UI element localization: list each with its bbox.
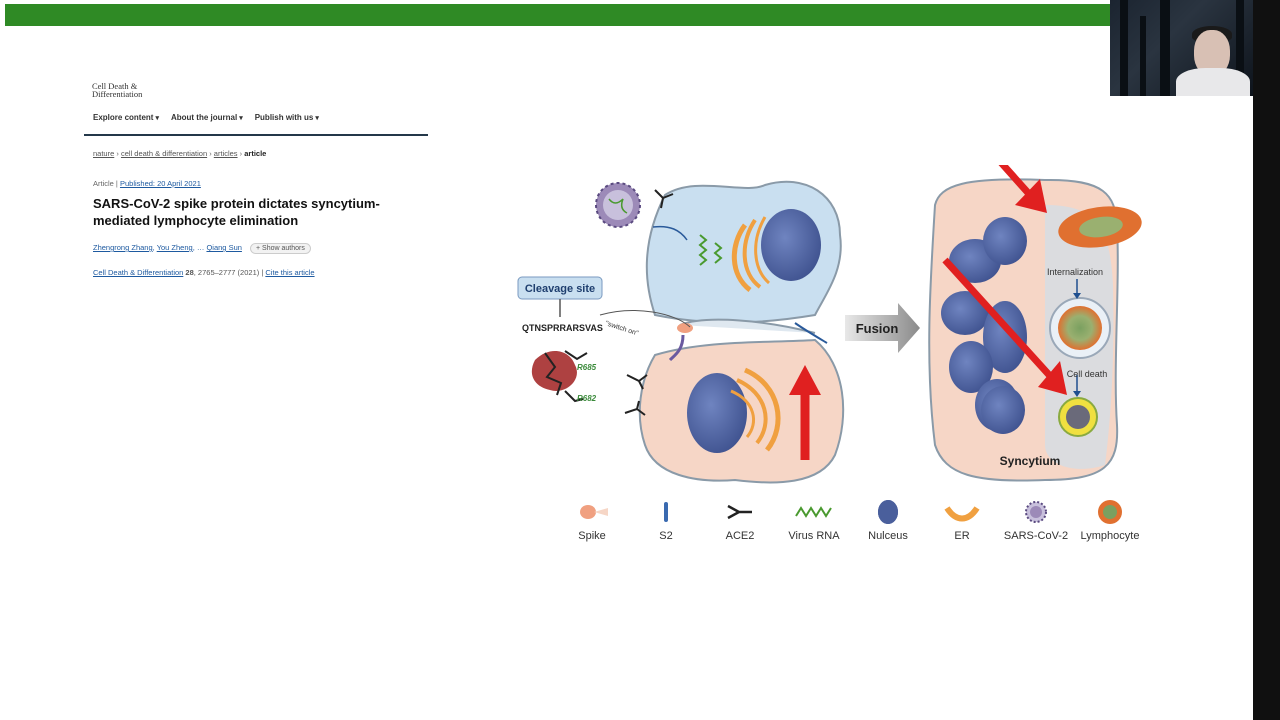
author-link[interactable]: You Zheng [156,243,193,252]
legend-label: Spike [578,530,606,542]
legend-label: S2 [659,530,673,542]
webcam-video [1110,0,1253,96]
nav-explore-content[interactable]: Explore content▾ [93,113,159,122]
ace2-receptor [654,189,674,209]
article-meta: Article | Published: 20 April 2021 [93,179,201,188]
spike-icon [574,498,610,526]
protein-structure [531,350,588,403]
published-date[interactable]: Published: 20 April 2021 [119,179,201,188]
red-annotation-arrow [998,165,1033,198]
nav-divider [84,134,428,136]
cite-this-article-link[interactable]: Cite this article [265,268,315,277]
chevron-down-icon: ▾ [239,115,243,122]
virus-rna [698,234,708,266]
er-icon [944,498,980,526]
legend-item: Virus RNA [777,498,851,542]
lymphocyte-icon [1096,498,1124,526]
fusion-arrow [845,303,920,353]
s2-icon [661,498,671,526]
nav-publish-with-us[interactable]: Publish with us▾ [254,113,319,122]
journal-logo-line1: Cell Death & [92,81,138,91]
syncytium-cell [928,178,1142,482]
legend-label: ACE2 [725,530,755,542]
article-type: Article [93,179,114,188]
breadcrumb-articles[interactable]: articles [213,149,238,158]
citation-journal-link[interactable]: Cell Death & Differentiation [93,268,184,277]
virus-rna-icon [794,498,834,526]
breadcrumb-current: article [244,149,267,158]
legend-item: ER [925,498,999,542]
legend-label: Nulceus [868,530,908,542]
sars-cov-2-virion [595,182,641,228]
chevron-down-icon: ▾ [315,115,319,122]
citation-volume: 28 [185,268,194,277]
author-link[interactable]: Zhengrong Zhang [93,243,153,252]
cleavage-site-label: Cleavage site [525,283,595,295]
syncytium-figure: Cleavage site QTNSPRRARSVAS "switch on" … [517,165,1142,484]
breadcrumb: nature › cell death & differentiation › … [93,149,267,158]
chevron-down-icon: ▾ [155,115,159,122]
journal-logo-line2: Differentiation [92,89,143,99]
red-annotation-arrow [942,257,1054,380]
legend-label: SARS-CoV-2 [1003,530,1069,542]
legend-item: Nulceus [851,498,925,542]
r682-label: R682 [577,394,597,403]
internalization-label: Internalization [1047,267,1103,277]
cleavage-sequence: QTNSPRRARSVAS [522,323,603,333]
article-title: SARS-CoV-2 spike protein dictates syncyt… [93,196,380,228]
citation: Cell Death & Differentiation 28, 2765–27… [93,268,315,277]
sars-cov-2-icon [1023,498,1049,526]
switch-on-label: "switch on" [604,320,639,337]
legend-item: Lymphocyte [1073,498,1147,542]
cell-death-label: Cell death [1067,369,1108,379]
slide-top-bar [5,4,1111,26]
screen-edge [1253,0,1280,720]
breadcrumb-nature[interactable]: nature [93,149,115,158]
legend-item: ACE2 [703,498,777,542]
fusion-label: Fusion [856,321,899,336]
legend-label: Virus RNA [788,530,840,542]
author-link[interactable]: Qiang Sun [206,243,242,252]
nucleus-icon [875,498,901,526]
figure-legend: Spike S2 ACE2 Virus RNA Nulceus ER SARS-… [555,498,1147,542]
spike-protein [677,323,693,333]
author-list: Zhengrong Zhang, You Zheng, … Qiang Sun … [93,243,311,254]
legend-label: Lymphocyte [1080,530,1140,542]
ace2-receptor [668,334,685,362]
lower-cell [624,338,845,484]
legend-item: S2 [629,498,703,542]
r685-label: R685 [577,363,597,372]
nucleus [761,209,821,281]
journal-nav: Explore content▾ About the journal▾ Publ… [93,113,319,122]
ace2-icon [725,498,755,526]
citation-pages: , 2765–2777 (2021) [193,268,260,277]
nucleus [687,373,747,453]
breadcrumb-journal[interactable]: cell death & differentiation [120,149,208,158]
upper-cell [645,180,842,324]
journal-logo[interactable]: Cell Death & Differentiation [92,81,182,99]
syncytium-label: Syncytium [1000,454,1061,468]
legend-item: Spike [555,498,629,542]
legend-label: ER [954,530,970,542]
nav-about-journal[interactable]: About the journal▾ [170,113,243,122]
legend-item: SARS-CoV-2 [999,498,1073,542]
show-authors-button[interactable]: + Show authors [250,243,311,254]
